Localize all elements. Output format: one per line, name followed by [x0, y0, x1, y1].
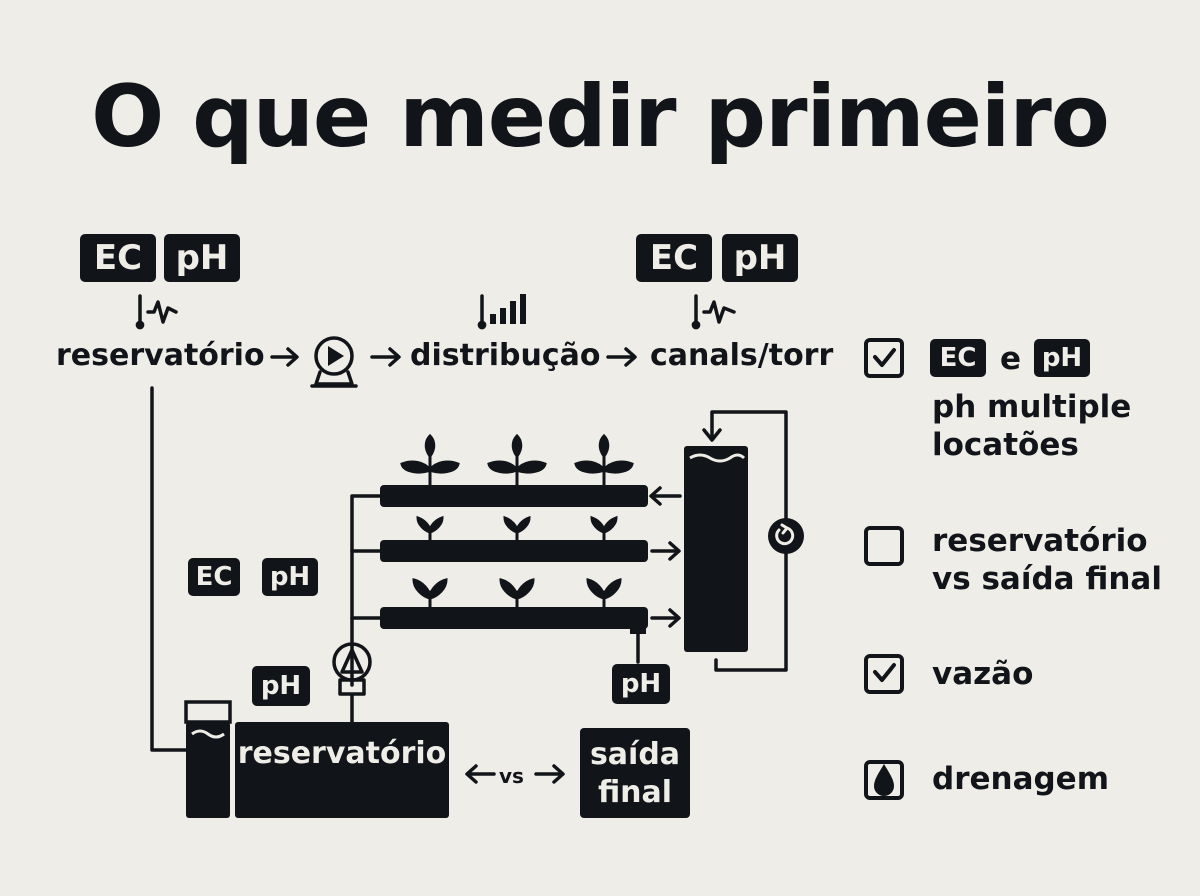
plant-icon-1 — [400, 433, 460, 487]
checkbox-drop[interactable] — [864, 760, 904, 800]
vs-arrow-right — [534, 764, 565, 784]
flow-arrow-1 — [270, 347, 299, 367]
sensor-bars-icon — [477, 294, 487, 330]
checkbox-unchecked[interactable] — [864, 526, 904, 566]
channel-3 — [380, 607, 648, 629]
vs-arrow-left — [465, 764, 496, 784]
output-label-line1: saída — [589, 737, 681, 772]
tower-tank — [684, 446, 748, 652]
drop-icon — [874, 764, 894, 796]
arrow-ch2-to-tower — [650, 541, 681, 561]
checkbox-checked[interactable] — [864, 654, 904, 694]
vs-label: vs — [499, 764, 524, 788]
ph-tag-right: pH — [722, 234, 798, 282]
sensor-wave-icon-right — [691, 294, 736, 330]
page-title: O que medir primeiro — [91, 67, 1110, 167]
ec-tag-left: EC — [80, 234, 156, 282]
flow-arrow-2 — [370, 347, 401, 367]
ph-tag-outlet: pH — [612, 664, 670, 704]
ph-tag-left: pH — [164, 234, 240, 282]
plant-icon-2 — [487, 433, 547, 487]
checklist-text-1b: locatões — [932, 427, 1079, 463]
flow-arrow-3 — [606, 347, 637, 367]
channel-1 — [380, 485, 648, 507]
flow-label-distribution: distribução — [410, 338, 601, 373]
recirculate-icon — [768, 518, 804, 554]
checklist-ec-tag: EC — [930, 339, 986, 377]
arrow-tower-to-ch1 — [649, 486, 682, 506]
return-line — [150, 386, 194, 752]
checklist-item-2: reservatório vs saída final — [864, 522, 1184, 602]
seedling-icon-2 — [499, 578, 535, 609]
checklist-item-3: vazão — [864, 654, 1184, 698]
check-icon-3 — [873, 663, 896, 682]
output-box — [580, 728, 690, 818]
arrow-ch3-to-tower — [650, 608, 681, 628]
checklist-text-4: drenagem — [932, 761, 1110, 797]
checklist-text-2a: reservatório — [932, 523, 1148, 559]
flow-label-reservoir: reservatório — [56, 338, 265, 373]
plant-icon-3 — [574, 433, 634, 487]
output-label-line2: final — [597, 775, 673, 810]
reservoir-box — [235, 722, 449, 818]
sprout-icon-3 — [590, 515, 618, 542]
reservoir-label: reservatório — [237, 736, 447, 771]
ec-tag-right: EC — [636, 234, 712, 282]
feed-pump-icon — [332, 642, 372, 696]
checklist-text-1a: ph multiple — [932, 389, 1132, 425]
checklist-ph-tag: pH — [1034, 339, 1090, 377]
checkbox-checked[interactable] — [864, 338, 904, 378]
pump-play-icon — [310, 336, 358, 388]
side-tank — [186, 722, 230, 818]
feed-pipe-main — [350, 494, 382, 687]
sensor-wave-icon-left — [135, 294, 178, 330]
ph-tag-pump: pH — [252, 666, 310, 706]
seedling-icon-1 — [412, 578, 448, 609]
checklist-joiner: e — [1000, 341, 1022, 377]
sprout-icon-1 — [416, 515, 444, 542]
checklist-item-1: EC e pH ph multiple locatões — [864, 338, 1184, 468]
check-icon-1 — [873, 348, 896, 367]
checklist-text-2b: vs saída final — [932, 561, 1162, 597]
flow-label-channels: canals/torr — [650, 338, 834, 373]
sprout-icon-2 — [503, 515, 531, 542]
ec-tag-mid: EC — [188, 558, 240, 596]
checklist-text-3: vazão — [932, 656, 1034, 692]
ph-tag-mid: pH — [262, 558, 318, 596]
channel-2 — [380, 540, 648, 562]
seedling-icon-3 — [586, 578, 622, 609]
checklist-item-4: drenagem — [864, 760, 1184, 804]
